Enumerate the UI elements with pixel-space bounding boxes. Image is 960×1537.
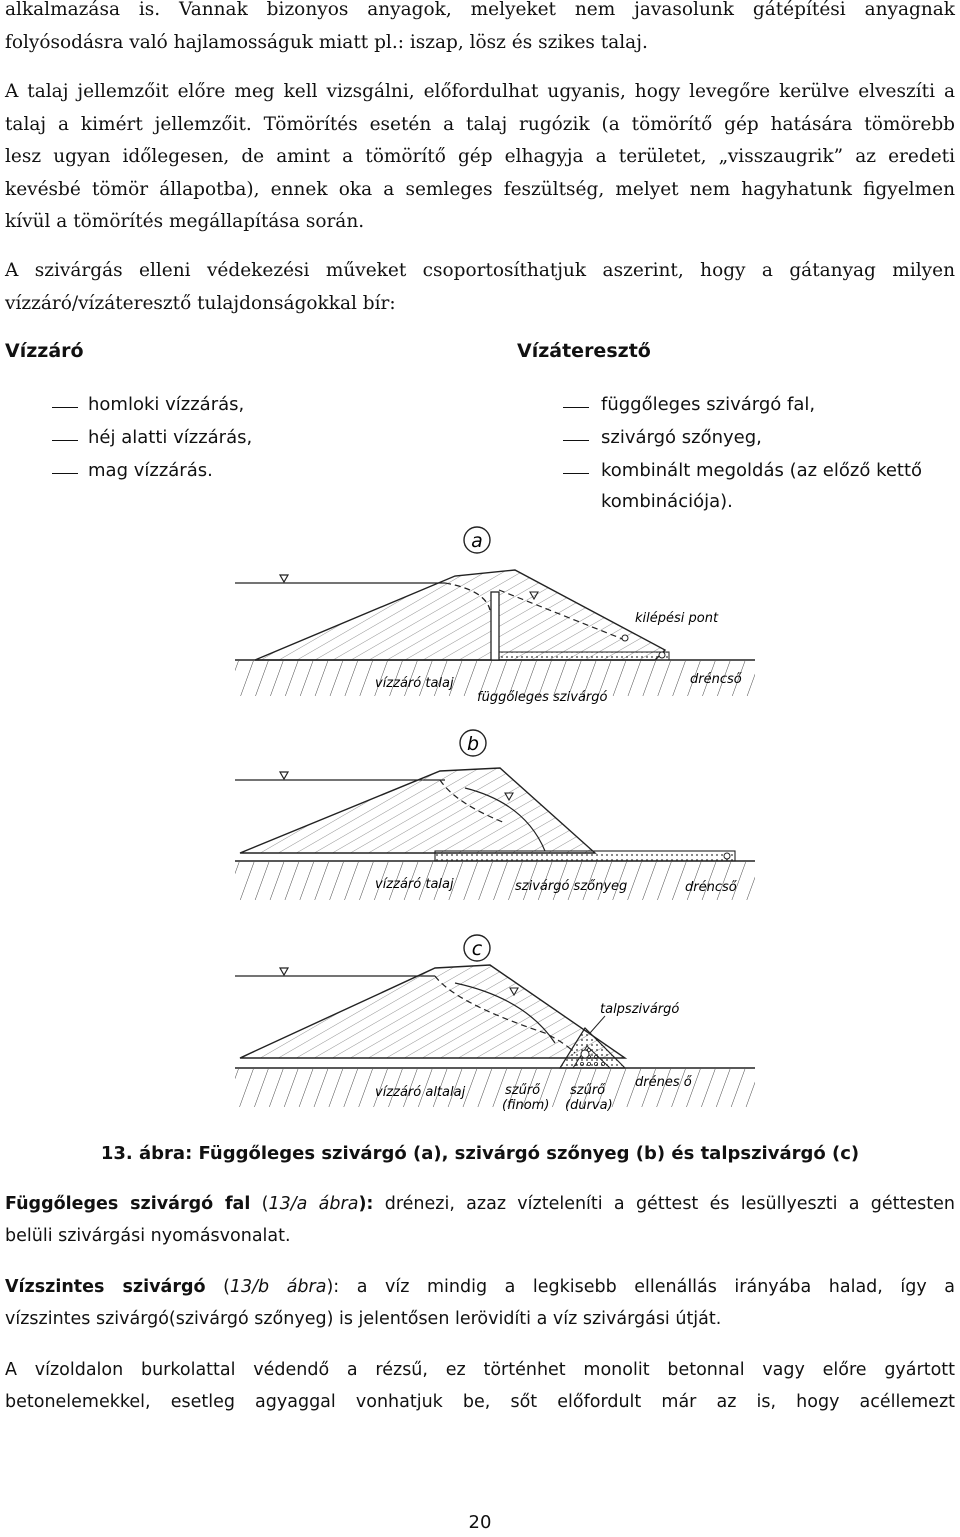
page-number: 20 [468,1512,492,1533]
panel-letter: a [471,530,483,552]
paren-open: ( [205,1277,230,1297]
text-line: vízszintes szivárgó(szivárgó szőnyeg) is… [5,1309,722,1329]
text-line: talaj a kimért jellemzőit. Tömörítés ese… [5,113,955,135]
text-line: folyósodásra való hajlamosságuk miatt pl… [5,31,648,53]
figure-label: szűrő [505,1083,541,1098]
dam-seepage-figure: a kilépési pont vízzáró talaj függőleges… [235,526,755,1113]
figure-label: talpszivárgó [600,1002,679,1017]
paren-open: ( [250,1194,269,1214]
panel-b: b vízzáró talaj szivárgó szőnyeg dréncső [235,729,755,900]
panel-letter-circle [463,526,491,554]
figure-label: vízzáró talaj [375,676,454,691]
paragraph-6: A vízoldalon burkolattal védendő a rézsű… [5,1354,955,1418]
text-line: Függőleges szivárgó fal (13/a ábra): dré… [5,1188,955,1220]
text-line: lesz ugyan időlegesen, de amint a tömörí… [5,146,955,167]
list-item: mag vízzárás. [88,460,213,481]
text-run: drénezi, azaz vízteleníti a géttest és l… [373,1194,956,1214]
term-bold: Vízszintes szivárgó [5,1277,206,1297]
list-dash [563,440,589,441]
text-run: a víz mindig a legkisebb ellenállás irán… [339,1277,955,1297]
paragraph-5: Vízszintes szivárgó (13/b ábra): a víz m… [5,1271,955,1335]
text-line: A szivárgás elleni védekezési műveket cs… [5,260,955,281]
text-line: kevésbé tömör állapotba), ennek oka a se… [5,178,955,200]
text-line: alkalmazása is. Vannak bizonyos anyagok,… [5,0,955,20]
text-line: kívül a tömörítés megállapítása során. [5,211,365,232]
list-item: szivárgó szőnyeg, [601,427,762,448]
list-item: homloki vízzárás, [88,394,245,415]
list-dash [52,407,78,408]
column-heading-vizatereszto: Vízáteresztő [517,340,651,362]
figure-label: (durva) [565,1098,613,1113]
panel-letter: c [472,938,483,960]
figure-label: (finom) [502,1098,549,1113]
panel-a: a kilépési pont vízzáró talaj függőleges… [235,526,755,705]
panel-letter-circle [459,729,487,757]
paragraph-4: Függőleges szivárgó fal (13/a ábra): dré… [5,1188,955,1252]
figure-label: szűrő [570,1083,606,1098]
list-item: héj alatti vízzárás, [88,427,253,448]
text-line: vízzáró/vízáteresztő tulajdonságokkal bí… [5,292,396,314]
paren-close: ): [326,1277,340,1297]
figure-label: szivárgó szőnyeg [515,879,627,894]
text-line: A talaj jellemzőit előre meg kell vizsgá… [5,81,955,102]
figure-label: dréncső [685,880,738,895]
paragraph-2: A talaj jellemzőit előre meg kell vizsgá… [5,76,955,239]
figure-label: kilépési pont [635,611,719,626]
panel-letter-circle [463,934,491,962]
text-line: Vízszintes szivárgó (13/b ábra): a víz m… [5,1271,955,1303]
figure-label: vízzáró talaj [375,877,454,892]
panel-letter: b [467,733,479,755]
text-line: A vízoldalon burkolattal védendő a rézsű… [5,1360,955,1380]
figure-ref: 13/b ábra [229,1277,327,1297]
term-bold: Függőleges szivárgó fal [5,1194,251,1214]
paragraph-3: A szivárgás elleni védekezési műveket cs… [5,255,955,320]
figure-label: drénes ő [635,1075,693,1090]
column-heading-vizzaro: Vízzáró [5,340,84,362]
paragraph-1: alkalmazása is. Vannak bizonyos anyagok,… [5,0,955,59]
panel-c: c talpszivárgó vízzáró altalaj szűrő (fi… [235,934,755,1113]
list-dash [52,473,78,474]
text-line: belüli szivárgási nyomásvonalat. [5,1226,291,1246]
list-dash [52,440,78,441]
figure-label: függőleges szivárgó [477,690,608,705]
list-item: kombinált megoldás (az előző kettő [601,460,923,481]
list-dash [563,407,589,408]
list-dash [563,473,589,474]
figure-label: vízzáró altalaj [375,1085,466,1100]
text-line: betonelemekkel, esetleg agyaggal vonhatj… [5,1392,955,1412]
figure-label: dréncső [690,672,743,687]
figure-ref: 13/a ábra [268,1194,359,1214]
list-item: függőleges szivárgó fal, [601,394,816,415]
list-item-continuation: kombinációja). [601,491,733,512]
paren-close: ): [358,1194,374,1214]
figure-caption: 13. ábra: Függőleges szivárgó (a), szivá… [100,1143,860,1164]
